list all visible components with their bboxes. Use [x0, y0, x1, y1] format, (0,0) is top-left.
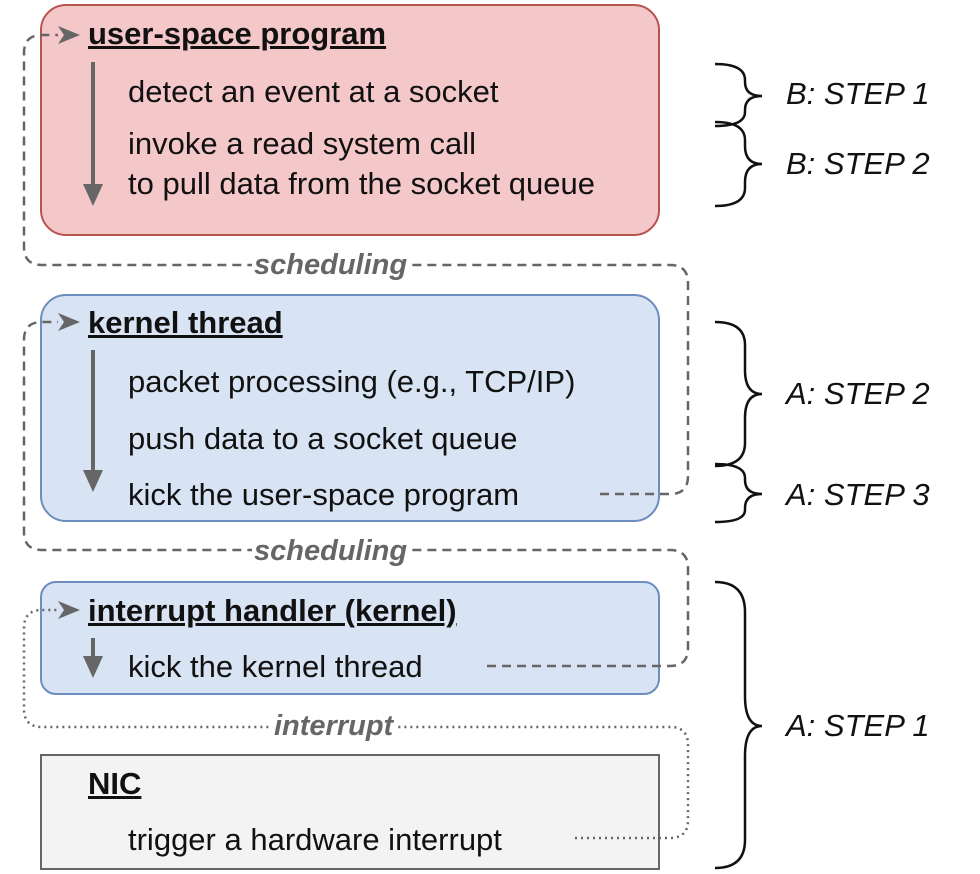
nic-title: NIC: [88, 766, 142, 801]
interrupt-handler-box: [40, 581, 660, 695]
step-label-a-2: A: STEP 2: [786, 376, 930, 411]
step-label-a-1: A: STEP 1: [786, 708, 930, 743]
user-space-program-title: user-space program: [88, 16, 387, 51]
brace-a-step-2: [714, 320, 763, 468]
user-space-line-pull: to pull data from the socket queue: [128, 166, 596, 201]
kernel-thread-box: [40, 294, 660, 522]
interrupt-handler-title: interrupt handler (kernel): [88, 593, 457, 628]
user-space-line-invoke: invoke a read system call: [128, 126, 477, 161]
user-space-line-detect: detect an event at a socket: [128, 74, 499, 109]
user-space-program-box: [40, 4, 660, 236]
interrupt-handler-line-kick: kick the kernel thread: [128, 649, 423, 684]
kernel-thread-line-push: push data to a socket queue: [128, 421, 518, 456]
nic-line-trigger: trigger a hardware interrupt: [128, 822, 502, 857]
nic-box: [40, 754, 660, 870]
kernel-thread-line-kick: kick the user-space program: [128, 477, 520, 512]
brace-b-step-1: [714, 62, 763, 128]
interrupt-label: interrupt: [272, 710, 396, 743]
scheduling-upper-label: scheduling: [252, 249, 410, 282]
scheduling-lower-label: scheduling: [252, 535, 410, 568]
brace-b-step-2: [714, 120, 763, 208]
interrupt-connector: [22, 608, 690, 840]
step-label-b-2: B: STEP 2: [786, 146, 930, 181]
brace-a-step-3: [714, 462, 763, 524]
step-label-b-1: B: STEP 1: [786, 76, 930, 111]
brace-a-step-1: [714, 580, 763, 870]
kernel-thread-line-processing: packet processing (e.g., TCP/IP): [128, 364, 576, 399]
kernel-thread-title: kernel thread: [88, 305, 283, 340]
step-label-a-3: A: STEP 3: [786, 477, 930, 512]
